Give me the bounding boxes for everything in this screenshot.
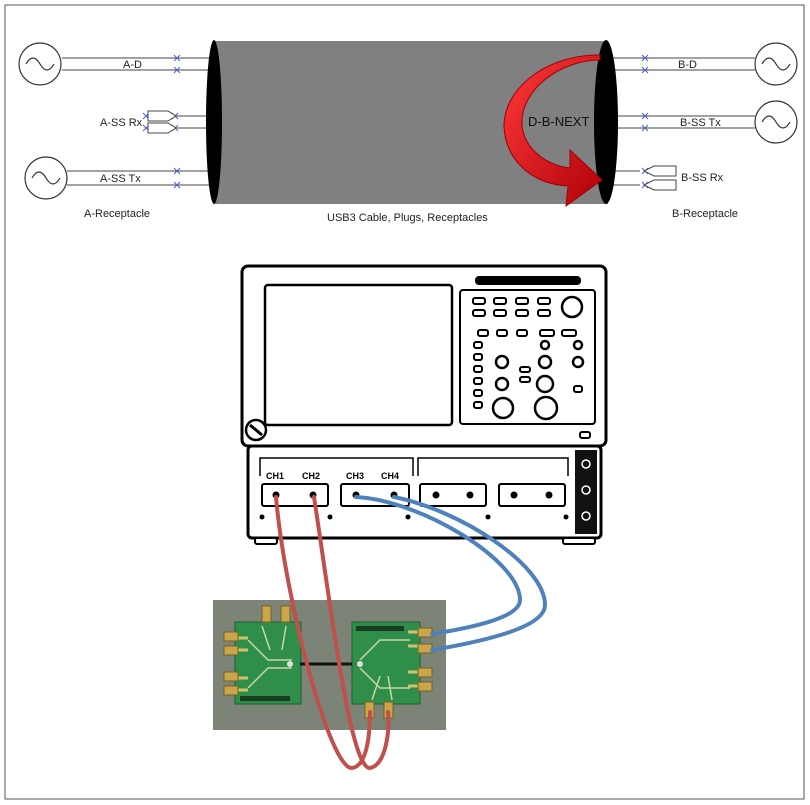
source-b-ss-tx [754, 100, 798, 144]
channel-module-frames [259, 457, 569, 476]
label-a-ss-rx: A-SS Rx [100, 117, 143, 129]
fixture-sma-connectors-left [223, 605, 291, 696]
wires-left [62, 57, 215, 186]
label-b-ss-rx: B-SS Rx [681, 172, 724, 184]
source-a-ss-tx [24, 156, 68, 200]
fixture-board-right [351, 621, 421, 705]
probe-cable-ch4 [392, 495, 548, 652]
fixture-board-left [234, 621, 302, 705]
label-b-receptacle: B-Receptacle [672, 208, 738, 220]
scope-foot-left [254, 537, 278, 545]
crosstalk-arrow [503, 54, 603, 208]
label-crosstalk: D-B-NEXT [528, 114, 589, 129]
b-ss-rx-termination [642, 165, 677, 191]
cable-model: A-D A-SS Rx A-SS Tx A-Receptacle B-D B-S… [18, 40, 798, 224]
test-fixture [213, 600, 446, 730]
label-cable: USB3 Cable, Plugs, Receptacles [327, 212, 488, 224]
scope-control-panel [459, 289, 596, 425]
wires-right [612, 57, 755, 186]
a-ss-rx-termination [147, 110, 177, 134]
source-a-d [18, 42, 62, 86]
scope-top-bar [475, 276, 581, 285]
oscilloscope: CH1 CH2 CH3 CH4 [240, 264, 608, 545]
scope-foot-right [562, 537, 596, 545]
channel-label-ch4: CH4 [381, 471, 399, 481]
channel-inputs [261, 483, 566, 507]
scope-display [263, 283, 454, 427]
cable-end-left [206, 40, 222, 204]
probe-cables [274, 495, 548, 770]
side-connectors [581, 459, 591, 521]
channel-label-ch1: CH1 [266, 471, 284, 481]
scope-knobs [491, 295, 585, 421]
label-a-ss-tx: A-SS Tx [100, 173, 141, 185]
source-b-d [754, 42, 798, 86]
channel-label-ch3: CH3 [346, 471, 364, 481]
label-b-ss-tx: B-SS Tx [680, 117, 721, 129]
label-a-receptacle: A-Receptacle [84, 208, 150, 220]
probe-cable-ch2 [312, 495, 391, 770]
probe-cable-ch3 [354, 495, 523, 636]
channel-label-ch2: CH2 [302, 471, 320, 481]
usb-port-icon [579, 431, 591, 439]
fixture-sma-connectors-right [364, 627, 433, 719]
label-b-d: B-D [678, 59, 697, 71]
module-screws [259, 514, 569, 520]
probe-cable-ch1 [274, 495, 372, 770]
scope-buttons [472, 297, 583, 409]
label-a-d: A-D [123, 59, 142, 71]
power-button-icon [244, 418, 268, 442]
cable-end-right [594, 40, 618, 204]
